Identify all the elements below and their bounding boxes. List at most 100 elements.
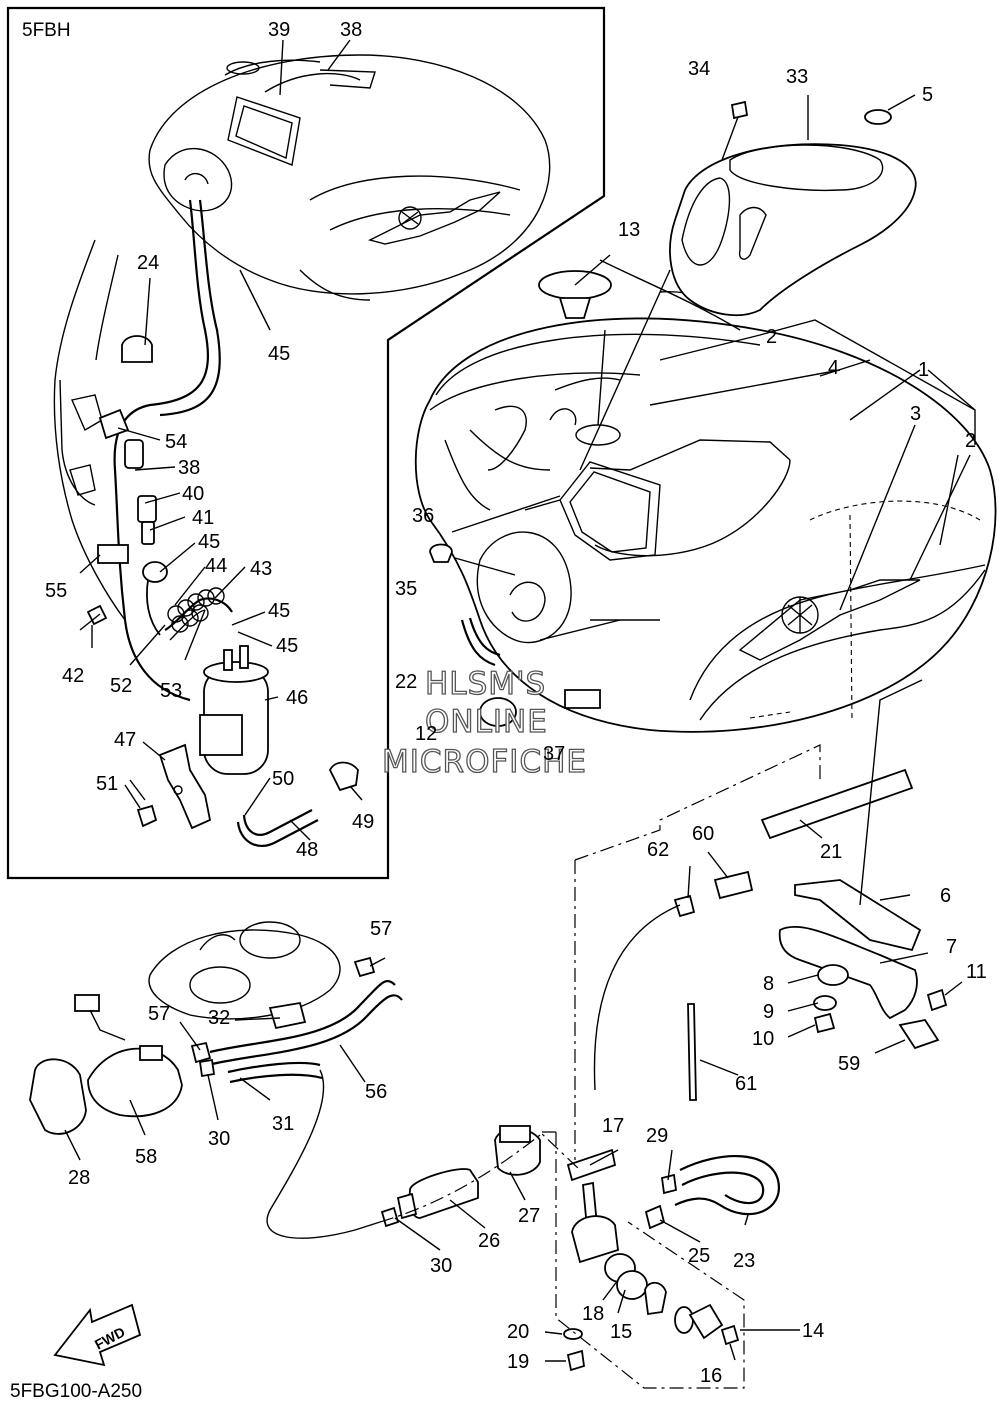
callout-label: 2 [965, 430, 976, 452]
callout-label: 7 [946, 936, 957, 958]
inset-frame [6, 6, 606, 880]
callout-label: 15 [610, 1321, 632, 1343]
group-outline [538, 1131, 581, 1171]
callout-label: 62 [647, 839, 669, 861]
callout-label: 36 [412, 505, 434, 527]
callout-label: 3 [910, 403, 921, 425]
rear-bracket [778, 879, 948, 1050]
callout-label: 10 [752, 1028, 774, 1050]
callout-label: 57 [370, 918, 392, 940]
callout-label: 25 [688, 1245, 710, 1267]
damper-strip [760, 768, 914, 840]
forward-arrow-icon: FWD [53, 1303, 142, 1367]
group-outline [379, 1134, 541, 1223]
cable-tie [687, 1003, 697, 1101]
callout-label: 28 [68, 1167, 90, 1189]
watermark-line-3: MICROFICHE [382, 744, 587, 780]
callout-label: 33 [786, 66, 808, 88]
callout-label: 12 [415, 723, 437, 745]
callout-label: 18 [582, 1303, 604, 1325]
callout-label: 30 [430, 1255, 452, 1277]
callout-label: 45 [268, 600, 290, 622]
callout-label: 37 [543, 743, 565, 765]
callout-label: 45 [198, 531, 220, 553]
group-outline [574, 744, 821, 861]
breather-hose [460, 617, 621, 667]
callout-label: 42 [62, 665, 84, 687]
callout-label: 56 [365, 1081, 387, 1103]
callout-label: 14 [802, 1320, 824, 1342]
callout-label: 27 [518, 1205, 540, 1227]
callout-label: 8 [763, 973, 774, 995]
fuel-filter [380, 1168, 479, 1228]
damper [479, 697, 517, 727]
callout-label: 16 [700, 1365, 722, 1387]
callout-label: 48 [296, 839, 318, 861]
callout-label: 61 [735, 1073, 757, 1095]
callout-label: 41 [192, 507, 214, 529]
watermark-line-2: ONLINE [425, 704, 548, 740]
callout-label: 59 [838, 1053, 860, 1075]
callout-label: 2 [766, 326, 777, 348]
callout-label: 39 [268, 19, 290, 41]
callout-label: 47 [114, 729, 136, 751]
callout-label: 38 [340, 19, 362, 41]
callout-label: 24 [137, 252, 159, 274]
callout-label: 58 [135, 1146, 157, 1168]
fuel-cock [563, 1148, 740, 1372]
group-outline [555, 1132, 745, 1389]
callout-label: 22 [395, 671, 417, 693]
callout-label: 29 [646, 1125, 668, 1147]
callout-label: 23 [733, 1250, 755, 1272]
watermark-line-1: HLSM'S [425, 666, 546, 702]
callout-label: 20 [507, 1321, 529, 1343]
callout-label: 60 [692, 823, 714, 845]
callout-label: 54 [165, 431, 187, 453]
callout-label: 4 [828, 357, 839, 379]
callout-label: 31 [272, 1113, 294, 1135]
inset-code: 5FBH [22, 20, 71, 41]
fuel-hose [674, 1155, 780, 1216]
hose-clip [661, 1173, 677, 1195]
callout-label: 38 [178, 457, 200, 479]
callout-label: 57 [148, 1003, 170, 1025]
callout-label: 44 [205, 555, 227, 577]
callout-label: 6 [940, 885, 951, 907]
callout-label: 11 [966, 961, 987, 983]
callout-label: 19 [507, 1351, 529, 1373]
callout-label: 45 [276, 635, 298, 657]
hose-clip [644, 1204, 666, 1230]
callout-label: 40 [182, 483, 204, 505]
callout-label: 49 [352, 811, 374, 833]
diagram-code: 5FBG100-A250 [10, 1381, 142, 1402]
callout-label: 51 [96, 773, 118, 795]
main-fuel-tank [414, 259, 997, 733]
callout-label: 17 [602, 1115, 624, 1137]
callout-label: 30 [208, 1128, 230, 1150]
callout-label: 52 [110, 675, 132, 697]
callout-label: 45 [268, 343, 290, 365]
inset-fuel-tank [148, 54, 551, 301]
callout-label: 46 [286, 687, 308, 709]
callout-label: 35 [395, 578, 417, 600]
callout-label: 5 [922, 84, 933, 106]
callout-label: 53 [160, 680, 182, 702]
callout-label: 26 [478, 1230, 500, 1252]
callout-label: 9 [763, 1001, 774, 1023]
callout-label: 55 [45, 580, 67, 602]
fuel-cap [538, 270, 612, 319]
grommet [429, 543, 453, 563]
tank-bracket [564, 689, 601, 709]
watermark: HLSM'S ONLINE MICROFICHE [381, 665, 587, 780]
callout-label: 43 [250, 558, 272, 580]
callout-labels: 1 2 2 3 4 5 6 7 8 9 10 11 12 13 14 15 16… [45, 19, 987, 1387]
fuel-pump-unit [29, 921, 403, 1239]
callout-label: 32 [208, 1007, 230, 1029]
tank-cover [669, 100, 917, 317]
callout-label: 1 [918, 359, 929, 381]
callout-label: 21 [820, 841, 842, 863]
choke-cable [593, 870, 754, 1091]
callout-label: 34 [688, 58, 710, 80]
inset-fuel-pump-assembly [53, 199, 359, 848]
